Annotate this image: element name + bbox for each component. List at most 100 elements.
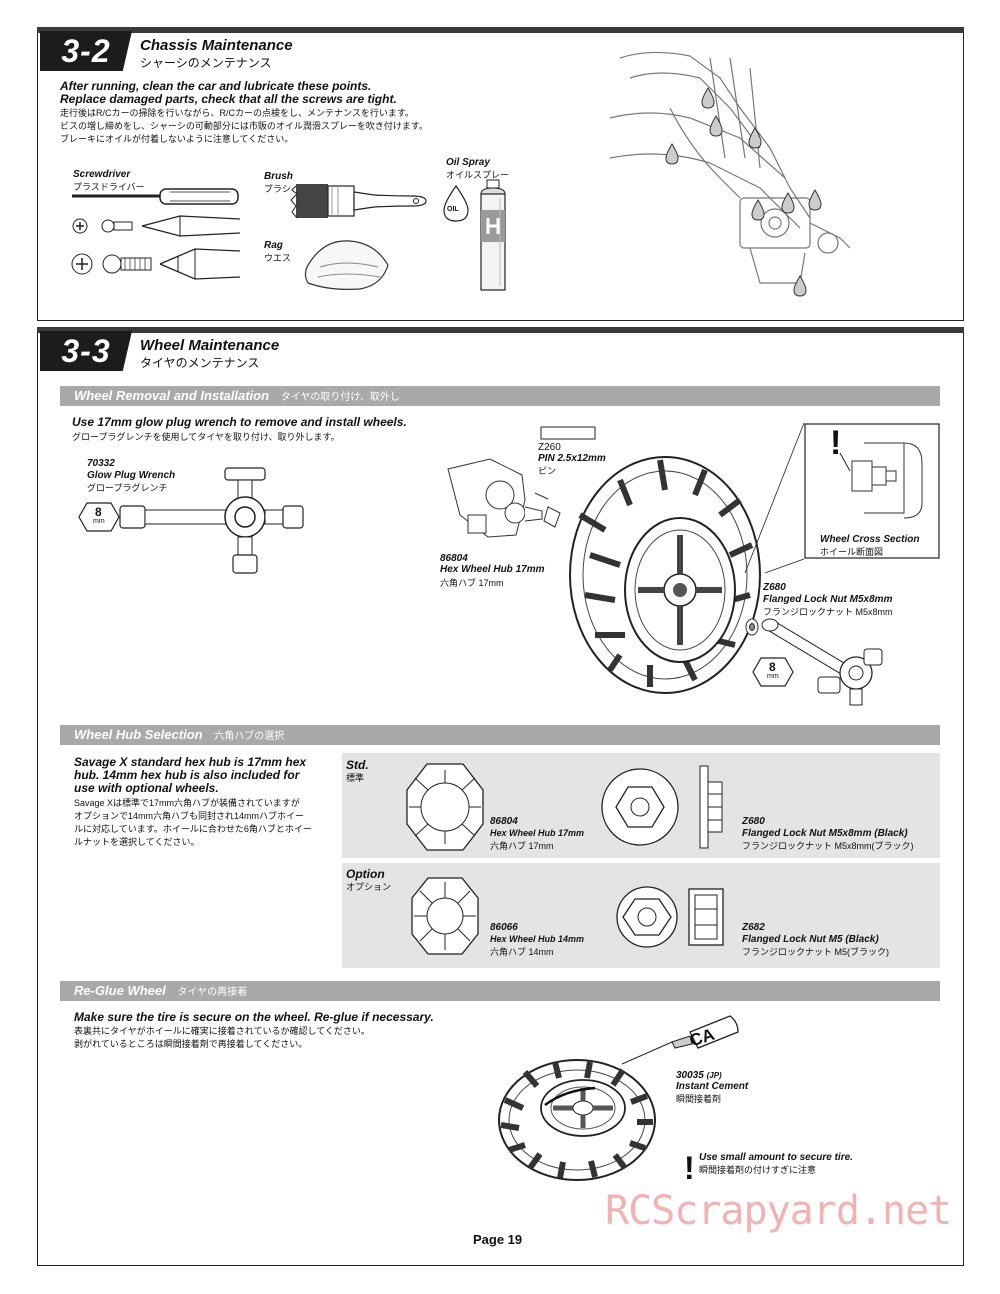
brush-label: Brush — [264, 171, 293, 182]
tire-illustration — [498, 1059, 656, 1181]
hex-size-value: 8 — [95, 505, 102, 519]
pin-name-jp: ピン — [538, 466, 557, 476]
hex-size-unit: mm — [93, 518, 105, 525]
flanged-lock-nut-m5x8-icon — [601, 765, 723, 849]
reglue-jp-1: 表裏共にタイヤがホイールに確実に接着されているか確認してください。 — [74, 1026, 370, 1036]
option-nut-name: Flanged Lock Nut M5 (Black) — [742, 934, 879, 945]
reglue-tip-jp: 瞬間接着剤の付けすぎに注意 — [699, 1165, 817, 1175]
hub-name-jp: 六角ハブ 17mm — [440, 578, 504, 588]
wrench-name: Glow Plug Wrench — [87, 470, 176, 481]
cement-name: Instant Cement — [676, 1081, 749, 1092]
reglue-instruction: Make sure the tire is secure on the whee… — [74, 1010, 434, 1024]
wheel-removal-instruction-jp: グロープラグレンチを使用してタイヤを取り付け、取り外します。 — [72, 432, 340, 442]
wheel-removal-heading: Wheel Removal and Installation タイヤの取り付け、… — [60, 386, 940, 406]
oil-spray-label-jp: オイルスプレー — [446, 170, 510, 180]
option-nut-name-jp: フランジロックナット M5(ブラック) — [742, 947, 889, 957]
hex-size-icon — [752, 657, 794, 687]
hex-hub-17mm-icon — [406, 763, 484, 851]
cement-region: (JP) — [706, 1071, 722, 1080]
glow-plug-wrench-icon — [119, 467, 304, 574]
pin-icon — [540, 426, 596, 440]
glow-plug-wrench-icon — [761, 618, 883, 706]
reglue-jp-2: 剥がれているところは瞬間接着剤で再接着してください。 — [74, 1039, 308, 1049]
nut-name: Flanged Lock Nut M5x8mm — [763, 594, 893, 605]
std-label: Std. — [346, 758, 369, 772]
brush-label-jp: ブラシ — [264, 184, 291, 194]
section-3-2-topbar — [37, 27, 964, 33]
instruction-jp-2: ビスの増し締めをし、シャーシの可動部分には市販のオイル潤滑スプレーを吹き付けます… — [60, 121, 428, 131]
option-label-jp: オプション — [346, 882, 392, 892]
callout-line — [744, 422, 805, 574]
reglue-heading: Re-Glue Wheel タイヤの再接着 — [60, 981, 940, 1001]
hex-size-unit: mm — [767, 673, 779, 680]
brush-icon — [290, 184, 427, 219]
option-hub-part-number: 86066 — [490, 922, 518, 933]
oil-spray-label: Oil Spray — [446, 157, 490, 168]
hub-selection-jp-1: Savage Xは標準で17mm六角ハブが装備されていますが — [74, 798, 300, 808]
hub-selection-jp-2: オプションで14mm六角ハブも同封され14mmハブホイー — [74, 811, 305, 821]
nut-name-jp: フランジロックナット M5x8mm — [763, 607, 893, 617]
option-hub-name: Hex Wheel Hub 14mm — [490, 934, 585, 944]
option-nut-part-number: Z682 — [742, 922, 765, 933]
reglue-tip: Use small amount to secure tire. — [699, 1152, 853, 1163]
oil-drop-icon — [443, 184, 469, 222]
screwdriver-icon — [71, 188, 241, 280]
section-title-jp: シャーシのメンテナンス — [140, 56, 272, 70]
option-label: Option — [346, 867, 385, 881]
cross-section-label: Wheel Cross Section — [820, 534, 920, 545]
warning-icon: ! — [830, 424, 842, 462]
std-hub-part-number: 86804 — [490, 816, 518, 827]
cement-number: 30035 — [676, 1070, 704, 1081]
screwdriver-label-jp: プラスドライバー — [73, 182, 145, 192]
section-number: 3-3 — [40, 331, 132, 371]
pin-name: PIN 2.5x12mm — [538, 453, 606, 464]
wheel-cross-section — [804, 423, 940, 559]
instruction-line-1: After running, clean the car and lubrica… — [60, 79, 372, 93]
std-nut-name: Flanged Lock Nut M5x8mm (Black) — [742, 828, 908, 839]
nut-part-number: Z680 — [763, 582, 786, 593]
ca-glue-bottle-icon — [621, 1015, 739, 1065]
hex-size-value: 8 — [769, 660, 776, 674]
std-nut-name-jp: フランジロックナット M5x8mm(ブラック) — [742, 841, 914, 851]
hub-part-number: 86804 — [440, 553, 468, 564]
rag-label-jp: ウエス — [264, 253, 292, 263]
rag-icon — [304, 240, 389, 290]
warning-icon: ! — [684, 1150, 695, 1186]
wrench-name-jp: グロープラグレンチ — [87, 483, 168, 493]
wheel-assembly-illustration — [447, 456, 761, 694]
hub-selection-heading-jp: 六角ハブの選択 — [214, 731, 285, 742]
oil-spray-can-icon — [480, 179, 506, 291]
wrench-part-number: 70332 — [87, 458, 115, 469]
std-hub-name-jp: 六角ハブ 17mm — [490, 841, 554, 851]
section-3-3-topbar — [37, 327, 964, 333]
section-number: 3-2 — [40, 31, 132, 71]
cement-part-number: 30035 (JP) — [676, 1070, 722, 1082]
section-title: Wheel Maintenance — [140, 337, 280, 354]
watermark: RCScrapyard.net — [605, 1188, 952, 1234]
hub-selection-heading: Wheel Hub Selection 六角ハブの選択 — [60, 725, 940, 745]
std-nut-part-number: Z680 — [742, 816, 765, 827]
hub-selection-text-2: hub. 14mm hex hub is also included for — [74, 768, 300, 782]
instruction-jp-1: 走行後はR/Cカーの掃除を行いながら、R/Cカーの点検をし、メンテナンスを行いま… — [60, 108, 414, 118]
hub-selection-text-3: use with optional wheels. — [74, 781, 219, 795]
hub-name: Hex Wheel Hub 17mm — [440, 564, 545, 575]
wheel-removal-heading-jp: タイヤの取り付け、取外し — [280, 392, 400, 403]
oil-drop-text: OIL — [447, 206, 459, 213]
flanged-lock-nut-m5-icon — [616, 886, 724, 948]
cross-section-label-jp: ホイール断面図 — [820, 547, 884, 557]
section-title-jp: タイヤのメンテナンス — [140, 356, 260, 370]
hub-selection-jp-3: ルに対応しています。ホイールに合わせた6角ハブとホイー — [74, 824, 312, 834]
cement-name-jp: 瞬間接着剤 — [676, 1094, 722, 1104]
hub-selection-jp-4: ルナットを選択してください。 — [74, 837, 200, 847]
wheel-removal-heading-text: Wheel Removal and Installation — [74, 388, 270, 403]
instruction-line-2: Replace damaged parts, check that all th… — [60, 92, 397, 106]
instruction-jp-3: ブレーキにオイルが付着しないように注意してください。 — [60, 134, 294, 144]
chassis-illustration — [609, 51, 851, 297]
std-label-jp: 標準 — [346, 773, 365, 783]
hex-size-icon — [78, 502, 120, 532]
hub-selection-text-1: Savage X standard hex hub is 17mm hex — [74, 755, 307, 769]
screwdriver-label: Screwdriver — [73, 169, 131, 180]
section-title: Chassis Maintenance — [140, 37, 293, 54]
option-hub-name-jp: 六角ハブ 14mm — [490, 947, 554, 957]
wheel-removal-instruction: Use 17mm glow plug wrench to remove and … — [72, 415, 407, 429]
